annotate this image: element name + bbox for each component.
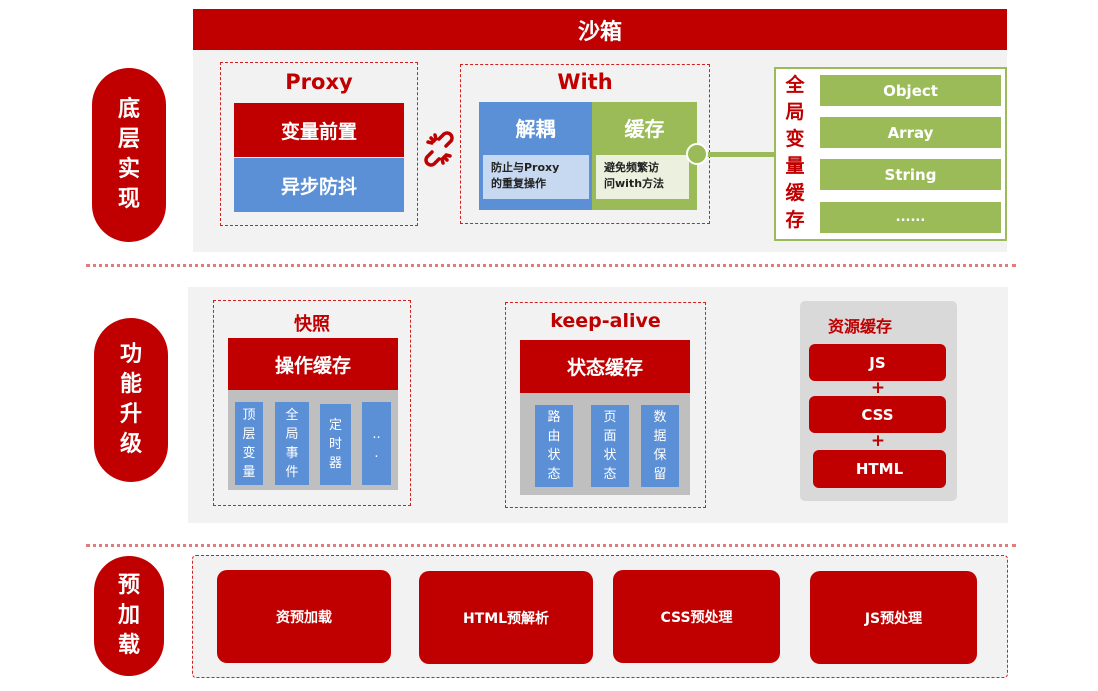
feature-upgrade-label: 功 能 升 级 [94, 318, 168, 482]
snapshot-title: 快照 [294, 314, 330, 335]
label-char: 级 [119, 432, 142, 457]
label-char: 缓 [785, 182, 805, 204]
global-cache-item-object: Object [820, 75, 1001, 106]
label-char: 层 [117, 127, 140, 152]
col-char: 页 [603, 410, 617, 425]
label-char: 升 [119, 402, 142, 427]
snapshot-column-timers: 定 时 器 [320, 404, 351, 485]
global-cache-item-more: ...... [820, 202, 1001, 233]
snapshot-header: 操作缓存 [228, 338, 398, 390]
proxy-item-label: 异步防抖 [280, 175, 357, 198]
col-char: 顶 [242, 407, 256, 423]
global-cache-item-string: String [820, 159, 1001, 190]
snapshot-column-top-vars: 顶 层 变 量 [235, 402, 263, 485]
with-cache-title: 缓存 [624, 116, 665, 141]
col-char: 局 [285, 426, 299, 442]
proxy-box [220, 62, 418, 226]
col-char: 器 [328, 456, 342, 471]
snapshot-column-global-events: 全 局 事 件 [275, 402, 309, 485]
desc-line: 避免频繁访 [604, 161, 659, 174]
section-divider [86, 544, 1016, 547]
col-char: 态 [603, 467, 617, 482]
col-char: 由 [547, 429, 561, 444]
with-box [460, 64, 710, 224]
col-char: 据 [653, 429, 667, 444]
label-char: 现 [117, 187, 140, 212]
label-char: 局 [785, 101, 805, 123]
label-char: 载 [117, 633, 140, 658]
snapshot-column-more: .. . [362, 402, 391, 485]
cache-connector-dot [686, 143, 708, 165]
col-char: 事 [285, 445, 299, 461]
label-char: 存 [785, 209, 805, 231]
proxy-item-label: 变量前置 [280, 120, 357, 143]
preload-item-js: JS预处理 [810, 571, 977, 664]
with-cache-desc: 避免频繁访 问with方法 [596, 155, 689, 199]
preload-item-html: HTML预解析 [419, 571, 593, 664]
label-char: 实 [117, 157, 140, 182]
plus-icon: + [870, 431, 886, 451]
label-char: 功 [119, 342, 142, 367]
col-char: 保 [653, 448, 667, 463]
preload-item-resource: 资预加载 [217, 570, 391, 663]
col-char: . [374, 445, 379, 461]
cache-connector-line [700, 152, 774, 157]
col-char: 量 [242, 464, 256, 480]
col-char: 时 [328, 437, 342, 452]
keep-alive-column-page-state: 页 面 状 态 [591, 405, 629, 487]
col-char: 件 [285, 464, 299, 480]
col-char: 数 [653, 410, 667, 425]
preload-label: 预 加 载 [94, 556, 164, 676]
keep-alive-title: keep-alive [550, 310, 661, 332]
label-char: 变 [785, 128, 805, 150]
preload-item-css: CSS预处理 [613, 570, 780, 663]
global-cache-item-array: Array [820, 117, 1001, 148]
col-char: 面 [603, 429, 617, 444]
col-char: .. [372, 426, 381, 442]
label-char: 加 [117, 603, 140, 628]
keep-alive-header: 状态缓存 [520, 340, 690, 393]
desc-line: 防止与Proxy [491, 161, 560, 174]
label-char: 能 [119, 372, 142, 397]
col-char: 层 [242, 426, 256, 442]
col-char: 留 [653, 467, 667, 482]
with-title: With [557, 70, 613, 94]
keep-alive-column-route-state: 路 由 状 态 [535, 405, 573, 487]
with-decouple-desc: 防止与Proxy 的重复操作 [483, 155, 589, 199]
col-char: 状 [603, 448, 617, 463]
col-char: 路 [547, 410, 561, 425]
snapshot-box [213, 300, 411, 506]
col-char: 状 [547, 448, 561, 463]
resource-item-js: JS [809, 344, 946, 381]
keep-alive-column-data-retain: 数 据 保 留 [641, 405, 679, 487]
label-char: 预 [117, 573, 140, 598]
proxy-item-async-debounce: 异步防抖 [234, 158, 404, 212]
section-divider [86, 264, 1016, 267]
sandbox-header: 沙箱 [193, 9, 1007, 50]
col-char: 变 [242, 445, 256, 461]
proxy-item-variable-hoist: 变量前置 [234, 103, 404, 157]
label-char: 底 [117, 97, 140, 122]
col-char: 定 [328, 418, 342, 433]
label-char: 量 [785, 155, 805, 177]
global-cache-label: 全 局 变 量 缓 存 [780, 72, 810, 234]
resource-item-css: CSS [809, 396, 946, 433]
col-char: 全 [285, 407, 299, 423]
col-char: 态 [547, 467, 561, 482]
broken-link-icon [418, 128, 460, 170]
proxy-title: Proxy [285, 70, 353, 94]
bottom-layer-label: 底 层 实 现 [92, 68, 166, 242]
desc-line: 问with方法 [604, 177, 665, 190]
keep-alive-box [505, 302, 706, 508]
plus-icon: + [870, 378, 886, 398]
resource-item-html: HTML [813, 450, 946, 488]
resource-cache-title: 资源缓存 [828, 317, 893, 336]
with-decouple-title: 解耦 [515, 116, 556, 141]
sandbox-title: 沙箱 [577, 19, 622, 45]
label-char: 全 [785, 74, 805, 96]
desc-line: 的重复操作 [491, 177, 546, 190]
